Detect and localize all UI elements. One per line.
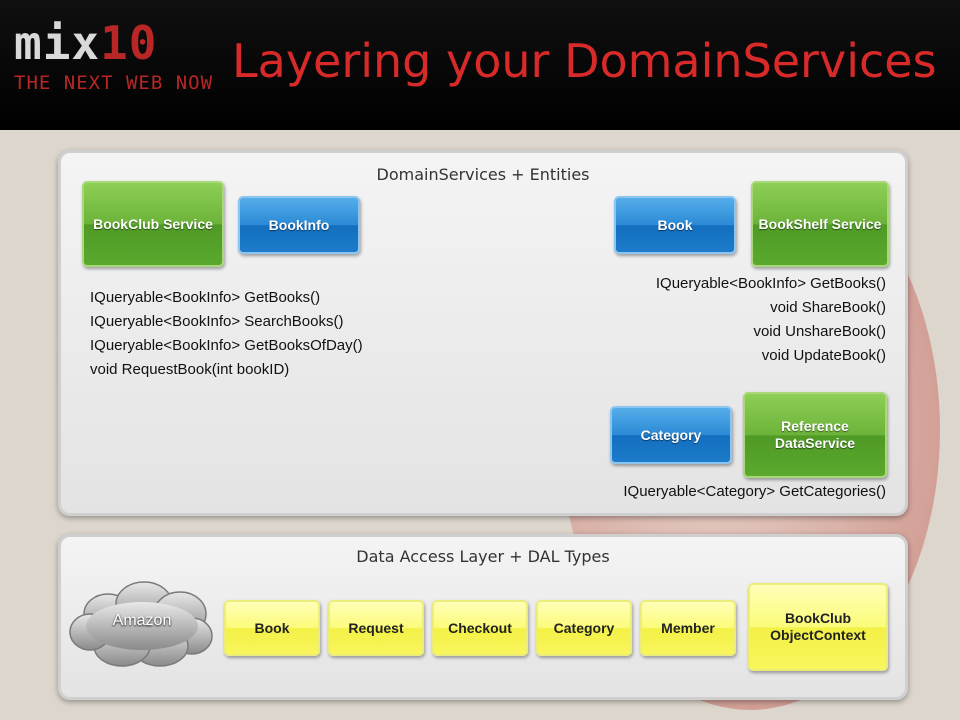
method-line: void ShareBook() xyxy=(770,299,886,316)
mix10-logo: mix10 THE NEXT WEB NOW xyxy=(14,18,224,103)
method-line: IQueryable<BookInfo> GetBooks() xyxy=(90,289,321,306)
reference-dataservice-box: Reference DataService xyxy=(743,392,887,478)
bookshelf-methods: IQueryable<BookInfo> GetBooks() void Sha… xyxy=(656,272,886,368)
dal-type-request: Request xyxy=(328,600,424,656)
method-line: IQueryable<BookInfo> GetBooks() xyxy=(655,275,886,292)
bookclub-objectcontext-box: BookClub ObjectContext xyxy=(748,583,888,671)
domainservices-panel-title: DomainServices + Entities xyxy=(376,165,590,184)
method-line: IQueryable<BookInfo> SearchBooks() xyxy=(90,313,344,330)
header-bar: mix10 THE NEXT WEB NOW Layering your Dom… xyxy=(0,0,960,130)
logo-main-text: mix xyxy=(14,16,101,70)
category-entity-box: Category xyxy=(610,406,732,464)
dal-type-book: Book xyxy=(224,600,320,656)
slide-title: Layering your DomainServices xyxy=(232,34,937,88)
bookinfo-box: BookInfo xyxy=(238,196,360,254)
logo-number: 10 xyxy=(100,16,158,70)
cloud-icon xyxy=(69,581,213,667)
book-entity-box: Book xyxy=(614,196,736,254)
bookclub-methods: IQueryable<BookInfo> GetBooks() IQueryab… xyxy=(90,286,363,382)
method-line: IQueryable<BookInfo> GetBooksOfDay() xyxy=(90,337,363,354)
dal-type-category: Category xyxy=(536,600,632,656)
method-line: void UnshareBook() xyxy=(753,323,886,340)
logo-tagline: THE NEXT WEB NOW xyxy=(14,72,214,94)
data-access-panel-title: Data Access Layer + DAL Types xyxy=(356,547,610,566)
reference-method: IQueryable<Category> GetCategories() xyxy=(623,483,886,500)
dal-type-checkout: Checkout xyxy=(432,600,528,656)
bookclub-service-box: BookClub Service xyxy=(82,181,224,267)
bookshelf-service-box: BookShelf Service xyxy=(751,181,889,267)
amazon-cloud: Amazon xyxy=(68,578,216,670)
method-line: void RequestBook(int bookID) xyxy=(90,361,290,378)
method-line: void UpdateBook() xyxy=(761,347,886,364)
dal-type-member: Member xyxy=(640,600,736,656)
amazon-label: Amazon xyxy=(112,612,172,629)
